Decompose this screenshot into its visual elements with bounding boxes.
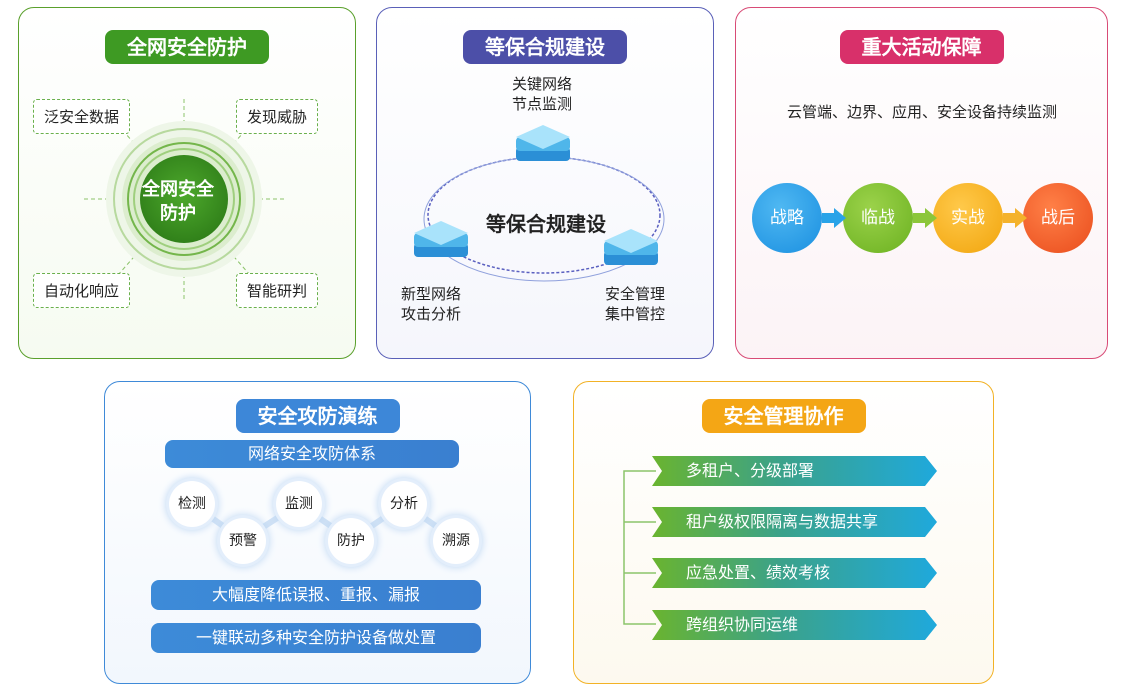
- compliance-center-text: 等保合规建设: [486, 212, 606, 236]
- mgmt-item-cross-org: 跨组织协同运维: [652, 610, 937, 640]
- arrow-right-icon: [822, 208, 846, 228]
- node-line: 关键网络: [512, 75, 573, 93]
- bubble-detect: 检测: [169, 481, 215, 527]
- center-label: 全网安全 防护: [142, 178, 214, 226]
- bubble-trace: 溯源: [433, 518, 479, 564]
- stage-battle: 实战: [933, 183, 1003, 253]
- server-icon: [604, 229, 658, 265]
- panel-major-events: 重大活动保障: [735, 7, 1108, 359]
- node-line: 集中管控: [605, 305, 666, 323]
- bubble-warn: 预警: [220, 518, 266, 564]
- center-label-line1: 全网安全: [142, 179, 214, 200]
- events-subtitle: 云管端、边界、应用、安全设备持续监测: [787, 103, 1058, 121]
- stage-strategy: 战略: [752, 183, 822, 253]
- label-smart-analysis: 智能研判: [236, 273, 319, 308]
- node-line: 节点监测: [512, 95, 573, 113]
- node-key-network: 关键网络 节点监测: [512, 74, 572, 114]
- bubble-analyze: 分析: [381, 481, 427, 527]
- panel-title: 安全管理协作: [701, 399, 866, 433]
- node-line: 新型网络: [401, 285, 462, 303]
- panel-title: 等保合规建设: [463, 30, 627, 64]
- stage-post-battle: 战后: [1023, 183, 1093, 253]
- mgmt-item-emergency: 应急处置、绩效考核: [652, 558, 937, 588]
- node-line: 安全管理: [605, 285, 666, 303]
- node-new-attack: 新型网络 攻击分析: [401, 284, 461, 324]
- label-pan-security-data: 泛安全数据: [33, 99, 131, 134]
- server-icon: [516, 125, 570, 161]
- server-icon: [414, 221, 468, 257]
- panel-title: 安全攻防演练: [235, 399, 400, 433]
- mgmt-item-tenant-isolation: 租户级权限隔离与数据共享: [652, 507, 937, 537]
- panel-title: 全网安全防护: [105, 30, 269, 64]
- bracket-connector: [623, 470, 656, 625]
- bubble-monitor: 监测: [276, 481, 322, 527]
- panel-compliance: 等保合规建设: [376, 7, 714, 359]
- center-label-line2: 防护: [160, 203, 196, 224]
- node-central-mgmt: 安全管理 集中管控: [605, 284, 665, 324]
- bubble-protect: 防护: [328, 518, 374, 564]
- panel-title: 重大活动保障: [839, 30, 1004, 64]
- arrow-right-icon: [913, 208, 937, 228]
- stage-pre-battle: 临战: [843, 183, 913, 253]
- benefit-bar-2: 一键联动多种安全防护设备做处置: [151, 623, 481, 653]
- arrow-right-icon: [1003, 208, 1027, 228]
- mgmt-item-multi-tenant: 多租户、分级部署: [652, 456, 937, 486]
- label-discover-threat: 发现威胁: [236, 99, 319, 134]
- label-auto-response: 自动化响应: [33, 273, 131, 308]
- target-graphic: [84, 99, 284, 299]
- node-line: 攻击分析: [401, 305, 462, 323]
- orbit-graphic: [414, 125, 665, 282]
- system-bar: 网络安全攻防体系: [165, 440, 459, 468]
- benefit-bar-1: 大幅度降低误报、重报、漏报: [151, 580, 481, 610]
